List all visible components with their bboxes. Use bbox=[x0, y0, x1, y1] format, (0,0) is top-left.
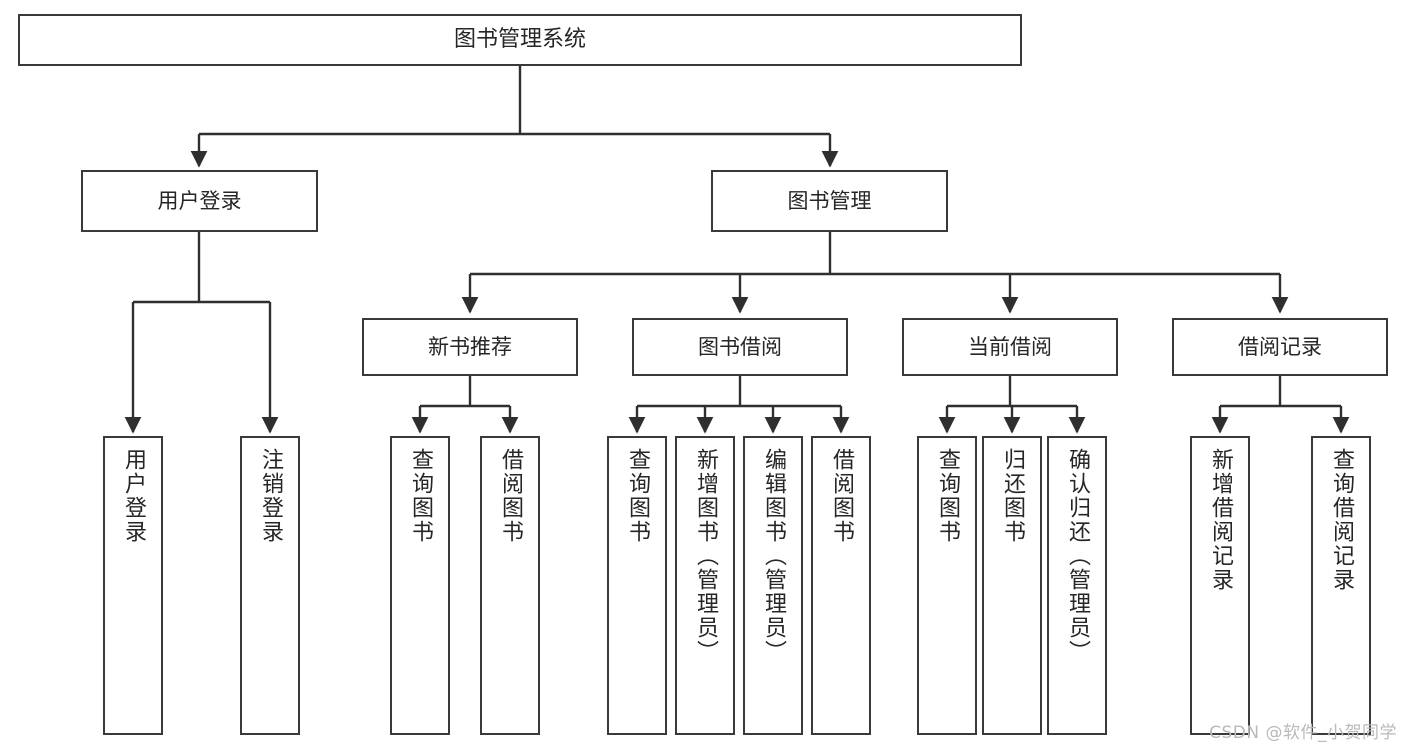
node-book-management[interactable]: 图书管理 bbox=[711, 170, 948, 232]
leaf-current-query-book[interactable]: 查询图书 bbox=[917, 436, 977, 735]
leaf-borrow-edit-book-admin[interactable]: 编辑图书（管理员） bbox=[743, 436, 803, 735]
node-label: 借阅图书 bbox=[498, 448, 523, 544]
node-label: 图书管理系统 bbox=[453, 27, 586, 53]
leaf-borrow-add-book-admin[interactable]: 新增图书（管理员） bbox=[675, 436, 735, 735]
node-label: 借阅记录 bbox=[1238, 334, 1322, 359]
node-label: 借阅图书 bbox=[829, 448, 854, 544]
node-label: 编辑图书（管理员） bbox=[761, 448, 786, 664]
node-label: 用户登录 bbox=[157, 188, 242, 213]
node-label: 注销登录 bbox=[258, 448, 283, 544]
node-label: 用户登录 bbox=[121, 448, 146, 544]
leaf-borrow-query-book[interactable]: 查询图书 bbox=[607, 436, 667, 735]
node-book-borrow[interactable]: 图书借阅 bbox=[632, 318, 848, 376]
node-label: 归还图书 bbox=[1000, 448, 1025, 544]
node-label: 新书推荐 bbox=[428, 334, 512, 359]
node-root-system[interactable]: 图书管理系统 bbox=[18, 14, 1022, 66]
leaf-record-query-record[interactable]: 查询借阅记录 bbox=[1311, 436, 1371, 735]
node-label: 新增图书（管理员） bbox=[693, 448, 718, 664]
node-label: 图书管理 bbox=[787, 188, 872, 213]
node-current-borrow[interactable]: 当前借阅 bbox=[902, 318, 1118, 376]
leaf-user-login-logout[interactable]: 注销登录 bbox=[240, 436, 300, 735]
node-label: 图书借阅 bbox=[698, 334, 782, 359]
leaf-current-confirm-return-admin[interactable]: 确认归还（管理员） bbox=[1047, 436, 1107, 735]
node-borrow-record[interactable]: 借阅记录 bbox=[1172, 318, 1388, 376]
node-label: 查询图书 bbox=[408, 448, 433, 544]
node-user-login[interactable]: 用户登录 bbox=[81, 170, 318, 232]
leaf-current-return-book[interactable]: 归还图书 bbox=[982, 436, 1042, 735]
node-new-book-recommend[interactable]: 新书推荐 bbox=[362, 318, 578, 376]
leaf-user-login-login[interactable]: 用户登录 bbox=[103, 436, 163, 735]
csdn-watermark: CSDN @软件_小贺同学 bbox=[1209, 723, 1397, 743]
leaf-record-add-record[interactable]: 新增借阅记录 bbox=[1190, 436, 1250, 735]
node-label: 确认归还（管理员） bbox=[1065, 448, 1090, 664]
leaf-recommend-borrow-book[interactable]: 借阅图书 bbox=[480, 436, 540, 735]
node-label: 查询借阅记录 bbox=[1329, 448, 1354, 592]
node-label: 查询图书 bbox=[625, 448, 650, 544]
node-label: 新增借阅记录 bbox=[1208, 448, 1233, 592]
leaf-borrow-borrow-book[interactable]: 借阅图书 bbox=[811, 436, 871, 735]
node-label: 当前借阅 bbox=[968, 334, 1052, 359]
leaf-recommend-query-book[interactable]: 查询图书 bbox=[390, 436, 450, 735]
node-label: 查询图书 bbox=[935, 448, 960, 544]
